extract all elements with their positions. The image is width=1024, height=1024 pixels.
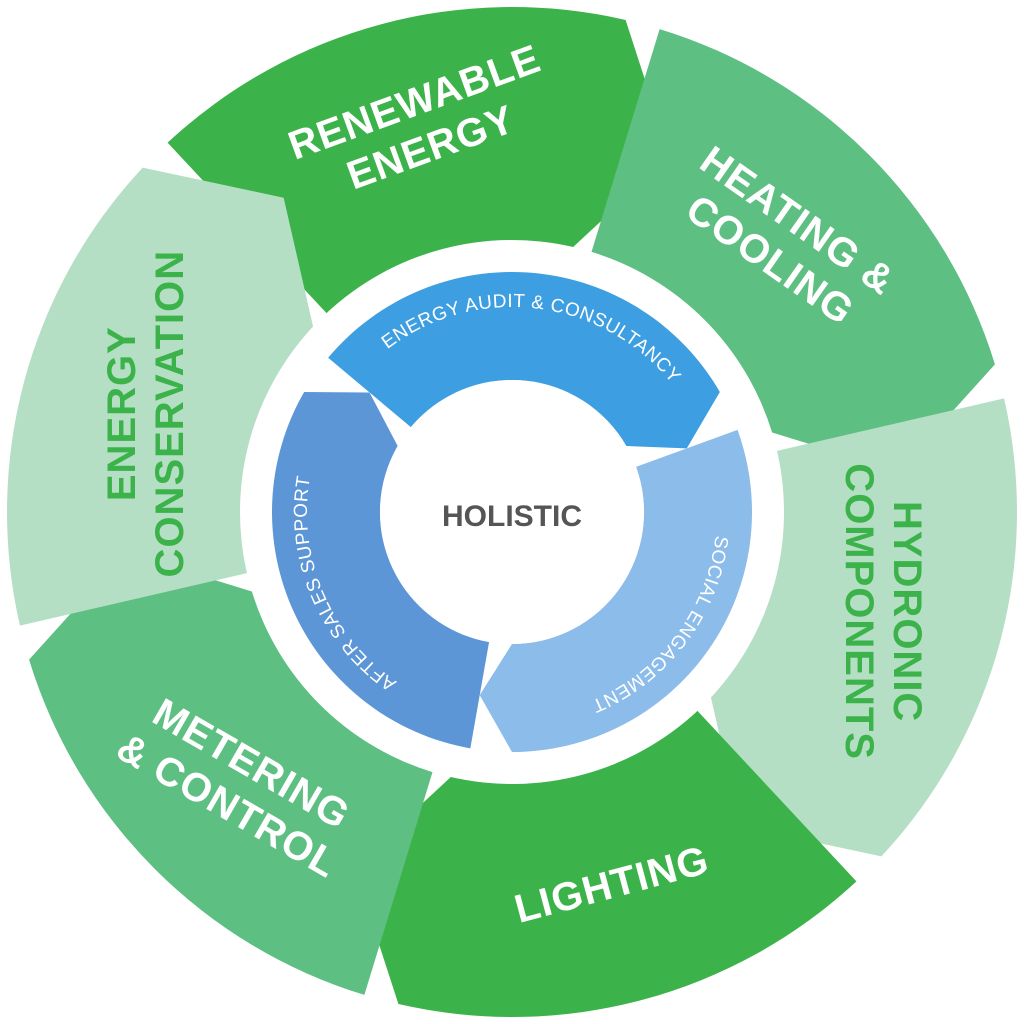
inner-ring [271, 272, 753, 752]
outer-label-line: HYDRONIC [885, 501, 929, 722]
outer-ring [6, 7, 1017, 1017]
outer-segment-lighting [353, 710, 857, 1017]
inner-segment-social [479, 429, 753, 752]
center-hub [380, 380, 644, 644]
outer-segment-hydronic [710, 398, 1017, 857]
outer-label-line: ENERGY [100, 326, 144, 501]
inner-segment-audit [328, 272, 720, 449]
outer-label-hydronic: HYDRONICCOMPONENTS [837, 463, 929, 760]
outer-segment-metering [29, 552, 433, 995]
center-label: HOLISTIC [442, 500, 582, 533]
outer-label-line: CONSERVATION [148, 250, 192, 578]
inner-segment-support [271, 392, 490, 749]
outer-label-line: COMPONENTS [837, 463, 881, 760]
outer-segment-heating [591, 29, 995, 472]
outer-segment-conservation [6, 167, 314, 626]
outer-segment-renewable [167, 7, 671, 314]
